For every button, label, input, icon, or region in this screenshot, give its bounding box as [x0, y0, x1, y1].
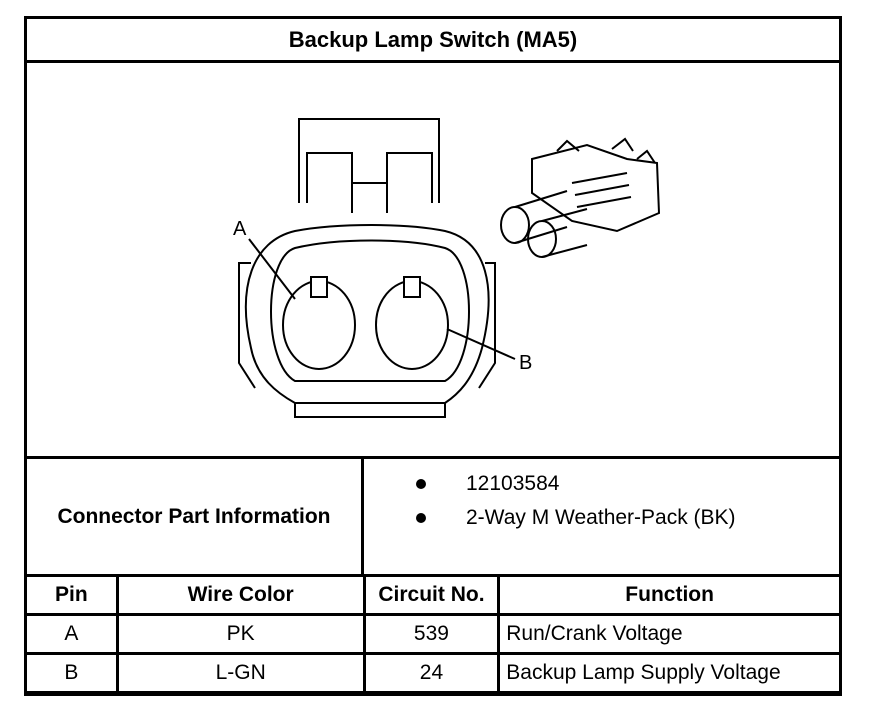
connector-drawing: A B: [27, 63, 839, 456]
column-header-pin: Pin: [24, 574, 119, 616]
connector-illustration: A B: [233, 118, 661, 418]
cell-pin: A: [24, 613, 119, 655]
table-row: B L-GN 24 Backup Lamp Supply Voltage: [24, 652, 842, 694]
pin-label-b: B: [519, 352, 532, 374]
connector-outer-shell: [244, 224, 490, 404]
cell-wire-color: L-GN: [115, 652, 366, 694]
connector-info-list: 12103584 2-Way M Weather-Pack (BK): [364, 459, 839, 574]
connector-description: 2-Way M Weather-Pack (BK): [466, 506, 736, 529]
bullet-icon: [416, 479, 426, 489]
connector-info-label: Connector Part Information: [27, 459, 364, 574]
connector-face: [270, 239, 470, 382]
column-header-wire-color: Wire Color: [115, 574, 366, 616]
connector-sheet: Backup Lamp Switch (MA5): [24, 16, 842, 696]
cell-function: Run/Crank Voltage: [497, 613, 842, 655]
list-item: 12103584: [416, 469, 559, 499]
connector-perspective-view: [500, 137, 661, 258]
leader-line-b: [446, 328, 516, 360]
cell-wire-color: PK: [115, 613, 366, 655]
bullet-icon: [416, 513, 426, 523]
cell-circuit: 24: [362, 652, 501, 694]
pinout-table: Pin Wire Color Circuit No. Function A PK…: [24, 574, 842, 694]
cell-circuit: 539: [362, 613, 501, 655]
cell-pin: B: [24, 652, 119, 694]
leader-line-a: [248, 238, 296, 300]
table-row: A PK 539 Run/Crank Voltage: [24, 613, 842, 655]
cell-function: Backup Lamp Supply Voltage: [497, 652, 842, 694]
column-header-function: Function: [497, 574, 842, 616]
list-item: 2-Way M Weather-Pack (BK): [416, 503, 736, 533]
pin-label-a: A: [233, 218, 247, 240]
connector-latch-housing: [298, 118, 440, 203]
part-number: 12103584: [466, 472, 560, 495]
column-header-circuit: Circuit No.: [362, 574, 501, 616]
table-header-row: Pin Wire Color Circuit No. Function: [24, 574, 842, 616]
connector-info-row: Connector Part Information 12103584 2-Wa…: [27, 456, 839, 574]
page-title: Backup Lamp Switch (MA5): [27, 19, 839, 63]
